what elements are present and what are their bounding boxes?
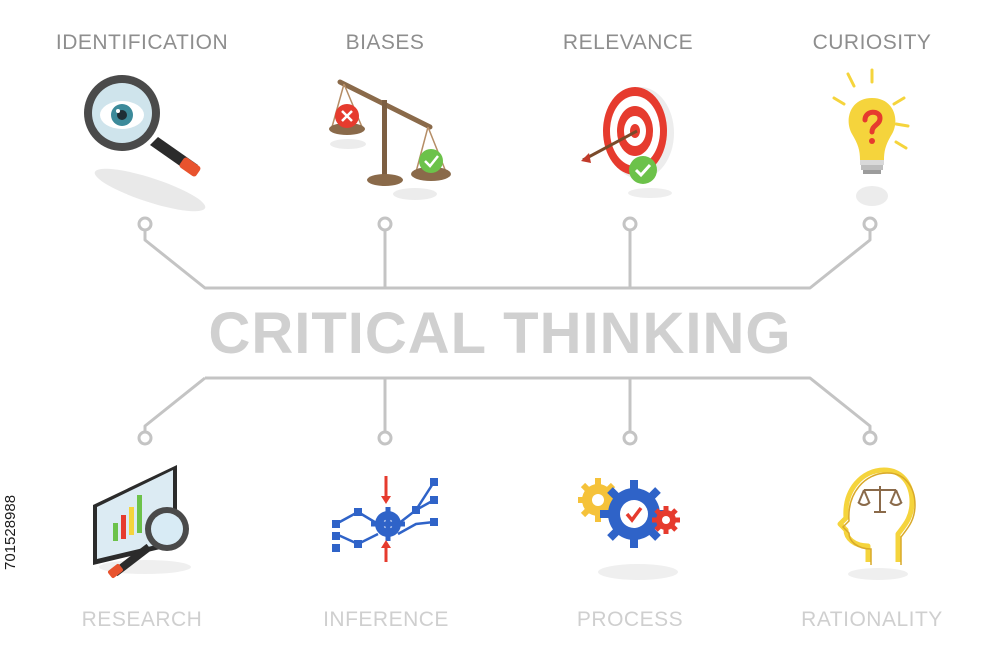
connector-node: [377, 430, 393, 446]
watermark-id: 701528988: [2, 494, 19, 570]
label-curiosity: CURIOSITY: [812, 31, 932, 54]
connector-node: [862, 216, 878, 232]
connector-node: [622, 430, 638, 446]
target-arrow-icon: [581, 87, 674, 198]
label-relevance: RELEVANCE: [562, 31, 694, 54]
connector-node: [622, 216, 638, 232]
question-bulb-icon: [832, 68, 910, 206]
connector-node: [377, 216, 393, 232]
connector-node: [862, 430, 878, 446]
connector-node: [137, 430, 153, 446]
diagram-title: CRITICAL THINKING: [208, 301, 792, 366]
label-rationality: RATIONALITY: [801, 608, 943, 631]
connector-node: [137, 216, 153, 232]
label-process: PROCESS: [576, 608, 684, 631]
magnifier-eye-icon: [84, 75, 206, 212]
label-research: RESEARCH: [81, 608, 203, 631]
label-inference: INFERENCE: [323, 608, 449, 631]
label-biases: BIASES: [345, 31, 425, 54]
network-gear-icon: [332, 476, 438, 562]
label-identification: IDENTIFICATION: [55, 31, 229, 54]
monitor-chart-magnifier-icon: [93, 465, 191, 579]
gears-check-icon: [578, 478, 680, 580]
head-scales-icon: [837, 467, 916, 580]
balance-scale-icon: [329, 79, 451, 200]
